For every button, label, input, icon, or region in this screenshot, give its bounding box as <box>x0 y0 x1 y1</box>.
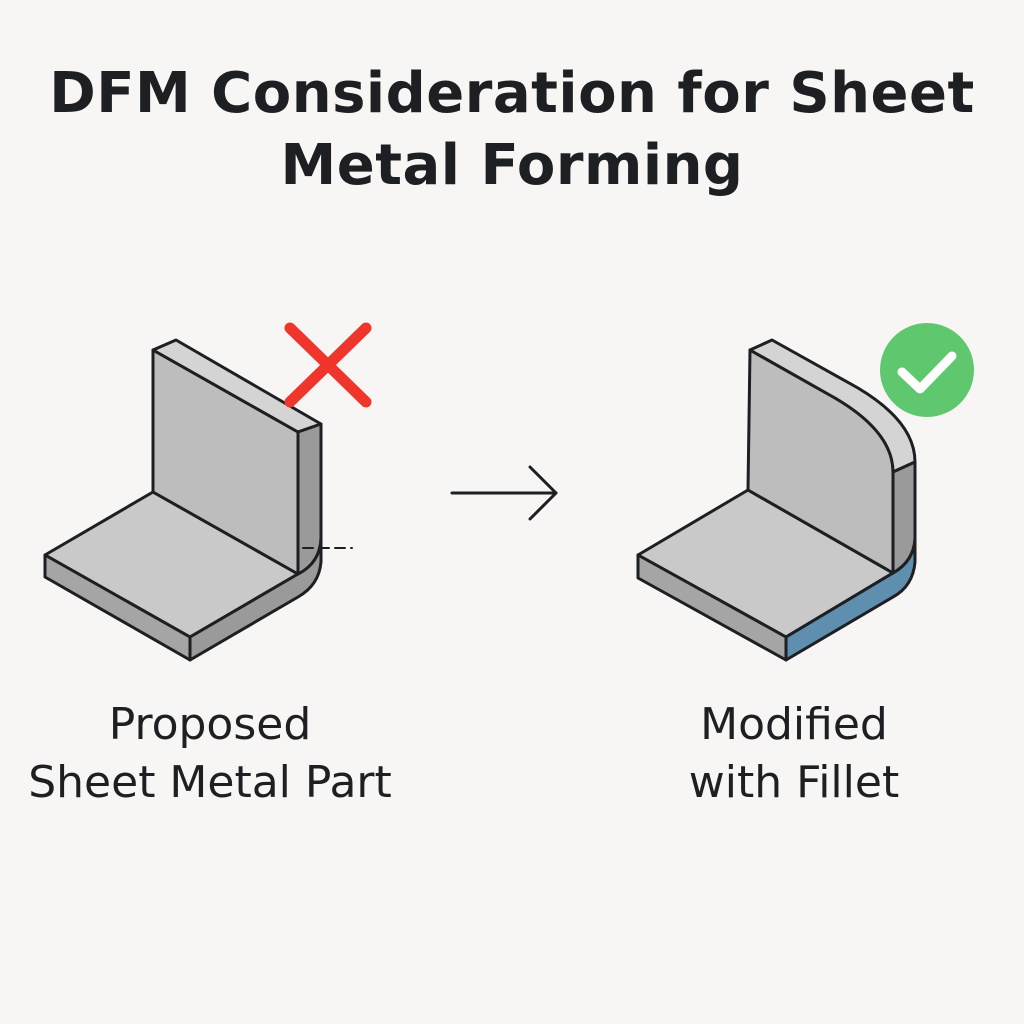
proposed-part-caption: Proposed Sheet Metal Part <box>0 696 420 812</box>
title-line-2: Metal Forming <box>280 133 744 198</box>
proposed-caption-line-2: Sheet Metal Part <box>28 757 392 808</box>
left-wall-side-edge <box>296 422 323 576</box>
proposed-sheet-metal-part <box>43 338 353 662</box>
check-circle-icon <box>880 323 974 417</box>
cross-icon <box>284 322 372 408</box>
title-line-1: DFM Consideration for Sheet <box>49 61 975 126</box>
modified-caption-line-2: with Fillet <box>688 757 900 808</box>
modified-part-caption: Modified with Fillet <box>604 696 984 812</box>
page-title: DFM Consideration for Sheet Metal Formin… <box>0 58 1024 202</box>
modified-caption-line-1: Modified <box>700 699 888 750</box>
modified-sheet-metal-part <box>636 338 917 662</box>
proposed-caption-line-1: Proposed <box>108 699 312 750</box>
right-wall-side-edge <box>891 460 917 575</box>
arrow-right-icon <box>450 465 558 521</box>
